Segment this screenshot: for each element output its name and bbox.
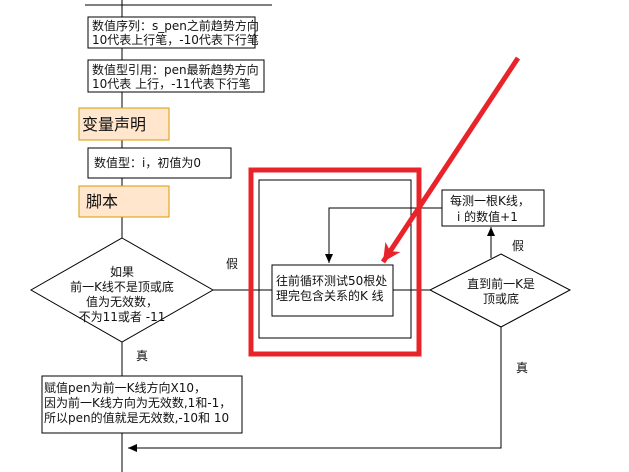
assignment-line-2: 因为前一K线方向为无效数,1和-1， xyxy=(44,395,231,410)
assignment-line-1: 赋值pen为前一K线方向X10， xyxy=(44,380,206,395)
edge-true-right xyxy=(128,327,502,452)
left-condition-line-4: 不为11或者 -11 xyxy=(79,310,166,324)
script-section-header: 脚本 xyxy=(78,185,170,218)
variable-section-title: 变量声明 xyxy=(82,115,146,134)
left-condition-line-1: 如果 xyxy=(110,264,134,279)
right-condition-diamond: 直到前一K是 顶或底 xyxy=(428,253,572,328)
left-condition-diamond: 如果 前一K线不是顶或底 值为无效数， 不为11或者 -11 xyxy=(29,237,215,343)
edge-loop-back xyxy=(325,207,442,263)
loop-process-line-1: 往前循环测试50根处 xyxy=(276,273,387,288)
highlight-rectangle xyxy=(248,167,422,357)
int-declaration-text: 数值型：i，初值为0 xyxy=(94,155,201,170)
left-condition-line-3: 值为无效数， xyxy=(86,294,158,309)
label-true-right: 真 xyxy=(516,361,528,375)
step-process-line-1: 每测一根K线， xyxy=(450,193,530,208)
step-process-box: 每测一根K线， i 的数值+1 xyxy=(441,189,545,227)
loop-process-box: 往前循环测试50根处 理完包含关系的K 线 xyxy=(271,264,394,317)
label-false-right: 假 xyxy=(512,239,524,253)
series-declaration-line-1: 数值序列：s_pen之前趋势方向 xyxy=(92,18,259,33)
step-process-line-2: i 的数值+1 xyxy=(457,209,518,224)
loop-process-line-2: 理完包含关系的K 线 xyxy=(276,288,384,303)
reference-declaration-box: 数值型引用：pen最新趋势方向 10代表 上行，-11代表下行笔 xyxy=(87,59,265,93)
right-condition-line-2: 顶或底 xyxy=(483,291,519,306)
script-section-title: 脚本 xyxy=(86,192,118,211)
label-true-left: 真 xyxy=(136,349,148,363)
left-condition-line-2: 前一K线不是顶或底 xyxy=(70,279,174,294)
variable-section-header: 变量声明 xyxy=(78,107,170,141)
highlight-arrow xyxy=(380,56,521,264)
series-declaration-box: 数值序列：s_pen之前趋势方向 10代表上行笔，-10代表下行笔 xyxy=(87,16,259,49)
int-declaration-box: 数值型：i，初值为0 xyxy=(87,147,232,179)
assignment-line-3: 所以pen的值就是无效数,-10和 10 xyxy=(44,410,229,425)
series-declaration-line-2: 10代表上行笔，-10代表下行笔 xyxy=(92,32,259,47)
label-false-left: 假 xyxy=(226,257,238,271)
assignment-box: 赋值pen为前一K线方向X10， 因为前一K线方向为无效数,1和-1， 所以pe… xyxy=(41,375,243,434)
right-condition-line-1: 直到前一K是 xyxy=(467,276,535,291)
reference-declaration-line-1: 数值型引用：pen最新趋势方向 xyxy=(92,62,259,77)
reference-declaration-line-2: 10代表 上行，-11代表下行笔 xyxy=(92,76,251,91)
loop-frame xyxy=(258,179,412,339)
